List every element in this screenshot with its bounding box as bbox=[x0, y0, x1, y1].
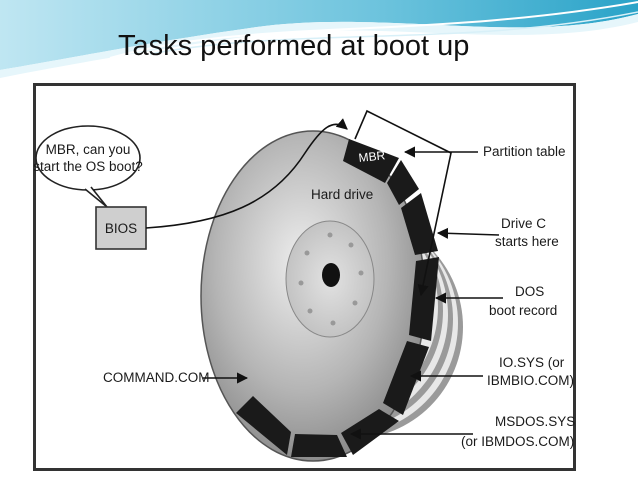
slide-title: Tasks performed at boot up bbox=[118, 30, 470, 62]
bios-label: BIOS bbox=[105, 221, 137, 236]
io-sys-segment bbox=[383, 341, 429, 415]
command-com-segment bbox=[236, 396, 291, 455]
mbr-segment bbox=[343, 139, 399, 183]
disk-track-segments bbox=[236, 139, 439, 457]
spindle-hole bbox=[322, 263, 340, 287]
msdos-sys-segment bbox=[341, 409, 399, 455]
mbr-to-drive-c-arrow bbox=[354, 109, 452, 297]
hard-drive-label: Hard drive bbox=[311, 187, 373, 202]
drive-c-pointer bbox=[436, 227, 500, 239]
dos-boot-record-segment bbox=[409, 257, 439, 341]
msdos-sys-line-1: MSDOS.SYS bbox=[495, 414, 575, 429]
bios-box bbox=[95, 206, 147, 250]
drive-c-segment bbox=[401, 193, 438, 255]
dos-boot-line-2: boot record bbox=[489, 303, 557, 318]
drive-c-line-1: Drive C bbox=[501, 216, 546, 231]
msdos-sys-line-2: (or IBMDOS.COM) bbox=[461, 434, 574, 449]
bubble-line-2: start the OS boot? bbox=[33, 159, 143, 174]
command-com-label: COMMAND.COM bbox=[103, 370, 210, 385]
partition-table-label: Partition table bbox=[483, 144, 566, 159]
dos-boot-line-1: DOS bbox=[515, 284, 544, 299]
bios-to-mbr-arrow bbox=[145, 118, 348, 229]
partition-boundary-segment bbox=[387, 160, 419, 205]
boot-diagram: MBR Hard drive MBR, can you start the OS… bbox=[33, 83, 576, 471]
hub-screws bbox=[298, 232, 364, 326]
title-banner-decoration bbox=[0, 0, 638, 78]
mbr-label: MBR bbox=[358, 148, 386, 165]
io-sys-line-1: IO.SYS (or bbox=[499, 355, 565, 370]
drive-c-line-2: starts here bbox=[495, 234, 559, 249]
bios-speech-bubble bbox=[35, 125, 141, 191]
msdos-sys-segment-2 bbox=[291, 434, 347, 457]
bubble-line-1: MBR, can you bbox=[46, 142, 131, 157]
io-sys-line-2: IBMBIO.COM) bbox=[487, 373, 574, 388]
